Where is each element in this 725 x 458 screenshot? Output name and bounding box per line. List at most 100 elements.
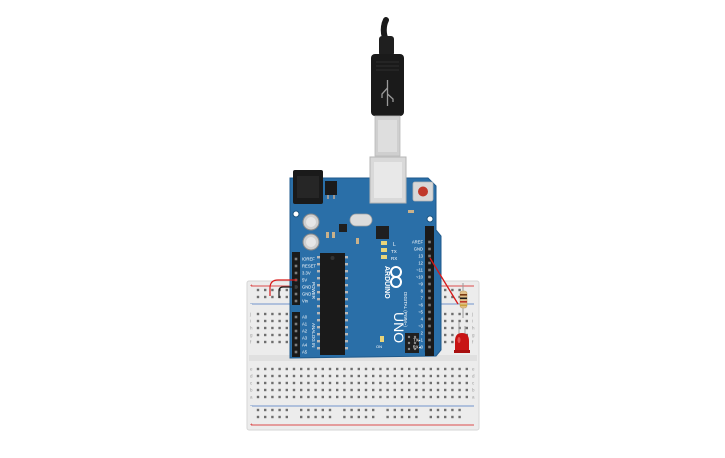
breadboard-hole[interactable]	[372, 381, 375, 385]
breadboard-hole[interactable]	[256, 288, 260, 292]
breadboard-hole[interactable]	[408, 408, 411, 412]
breadboard-hole[interactable]	[400, 395, 404, 399]
breadboard-hole[interactable]	[400, 367, 404, 371]
breadboard-hole[interactable]	[321, 395, 324, 399]
breadboard-hole[interactable]	[314, 415, 317, 419]
breadboard-hole[interactable]	[307, 374, 310, 378]
breadboard-hole[interactable]	[458, 367, 461, 371]
breadboard-hole[interactable]	[436, 415, 440, 419]
breadboard-hole[interactable]	[386, 374, 389, 378]
breadboard-hole[interactable]	[408, 415, 411, 419]
breadboard-hole[interactable]	[458, 319, 461, 323]
header-pin[interactable]	[428, 296, 431, 300]
breadboard-hole[interactable]	[300, 408, 303, 412]
breadboard-hole[interactable]	[285, 319, 288, 323]
breadboard-hole[interactable]	[415, 395, 418, 399]
breadboard-hole[interactable]	[264, 340, 267, 344]
breadboard-hole[interactable]	[364, 408, 368, 412]
breadboard-hole[interactable]	[300, 415, 303, 419]
breadboard-hole[interactable]	[271, 381, 274, 385]
breadboard-hole[interactable]	[264, 326, 267, 330]
breadboard-hole[interactable]	[256, 415, 260, 419]
breadboard-hole[interactable]	[292, 381, 296, 385]
breadboard-hole[interactable]	[256, 340, 260, 344]
breadboard-hole[interactable]	[307, 415, 310, 419]
breadboard-hole[interactable]	[256, 326, 260, 330]
breadboard-hole[interactable]	[256, 295, 260, 299]
breadboard-hole[interactable]	[400, 374, 404, 378]
breadboard-hole[interactable]	[271, 295, 274, 299]
breadboard-hole[interactable]	[264, 408, 267, 412]
breadboard-hole[interactable]	[372, 388, 375, 392]
wire-pin13-to-resistor[interactable]	[429, 257, 459, 305]
breadboard-hole[interactable]	[321, 408, 324, 412]
breadboard-hole[interactable]	[264, 312, 267, 316]
header-pin[interactable]	[294, 343, 298, 347]
breadboard-hole[interactable]	[379, 367, 382, 371]
breadboard-hole[interactable]	[458, 295, 461, 299]
breadboard-hole[interactable]	[436, 374, 440, 378]
breadboard-hole[interactable]	[271, 415, 274, 419]
breadboard-hole[interactable]	[321, 388, 324, 392]
breadboard-hole[interactable]	[458, 288, 461, 292]
breadboard-hole[interactable]	[372, 374, 375, 378]
header-pin[interactable]	[294, 257, 298, 261]
breadboard-hole[interactable]	[451, 374, 454, 378]
breadboard-hole[interactable]	[264, 388, 267, 392]
breadboard-hole[interactable]	[357, 388, 360, 392]
breadboard-hole[interactable]	[278, 415, 281, 419]
header-pin[interactable]	[428, 324, 431, 328]
breadboard-hole[interactable]	[458, 388, 461, 392]
breadboard-hole[interactable]	[285, 388, 288, 392]
breadboard-hole[interactable]	[451, 333, 454, 337]
header-pin[interactable]	[428, 317, 431, 321]
breadboard-hole[interactable]	[328, 374, 332, 378]
header-pin[interactable]	[294, 322, 298, 326]
breadboard-hole[interactable]	[256, 381, 260, 385]
breadboard-hole[interactable]	[422, 381, 425, 385]
breadboard-hole[interactable]	[278, 395, 281, 399]
breadboard-hole[interactable]	[278, 367, 281, 371]
breadboard-hole[interactable]	[271, 326, 274, 330]
breadboard-hole[interactable]	[350, 408, 353, 412]
breadboard-hole[interactable]	[357, 374, 360, 378]
breadboard-hole[interactable]	[451, 367, 454, 371]
breadboard-hole[interactable]	[429, 367, 432, 371]
breadboard-hole[interactable]	[292, 374, 296, 378]
breadboard-hole[interactable]	[271, 395, 274, 399]
breadboard-hole[interactable]	[458, 312, 461, 316]
breadboard-hole[interactable]	[350, 415, 353, 419]
breadboard-hole[interactable]	[465, 395, 468, 399]
breadboard-hole[interactable]	[264, 415, 267, 419]
breadboard-hole[interactable]	[343, 367, 346, 371]
breadboard-hole[interactable]	[321, 381, 324, 385]
breadboard-hole[interactable]	[343, 408, 346, 412]
wire-5v-to-rail[interactable]	[269, 279, 297, 296]
breadboard-hole[interactable]	[328, 395, 332, 399]
breadboard-hole[interactable]	[386, 388, 389, 392]
breadboard-hole[interactable]	[256, 367, 260, 371]
breadboard-hole[interactable]	[264, 333, 267, 337]
breadboard-hole[interactable]	[278, 340, 281, 344]
breadboard-hole[interactable]	[285, 408, 288, 412]
breadboard-hole[interactable]	[336, 395, 339, 399]
breadboard-hole[interactable]	[271, 367, 274, 371]
breadboard-hole[interactable]	[372, 408, 375, 412]
breadboard-hole[interactable]	[285, 340, 288, 344]
breadboard-hole[interactable]	[444, 340, 447, 344]
breadboard-hole[interactable]	[285, 374, 288, 378]
header-pin[interactable]	[428, 303, 431, 307]
breadboard-hole[interactable]	[278, 319, 281, 323]
breadboard-hole[interactable]	[364, 381, 368, 385]
breadboard-hole[interactable]	[328, 381, 332, 385]
breadboard-hole[interactable]	[386, 415, 389, 419]
breadboard-hole[interactable]	[458, 326, 461, 330]
breadboard-hole[interactable]	[458, 374, 461, 378]
header-pin[interactable]	[428, 345, 431, 349]
breadboard-hole[interactable]	[321, 415, 324, 419]
breadboard-hole[interactable]	[357, 415, 360, 419]
breadboard-hole[interactable]	[408, 381, 411, 385]
breadboard-hole[interactable]	[264, 374, 267, 378]
breadboard-hole[interactable]	[271, 408, 274, 412]
